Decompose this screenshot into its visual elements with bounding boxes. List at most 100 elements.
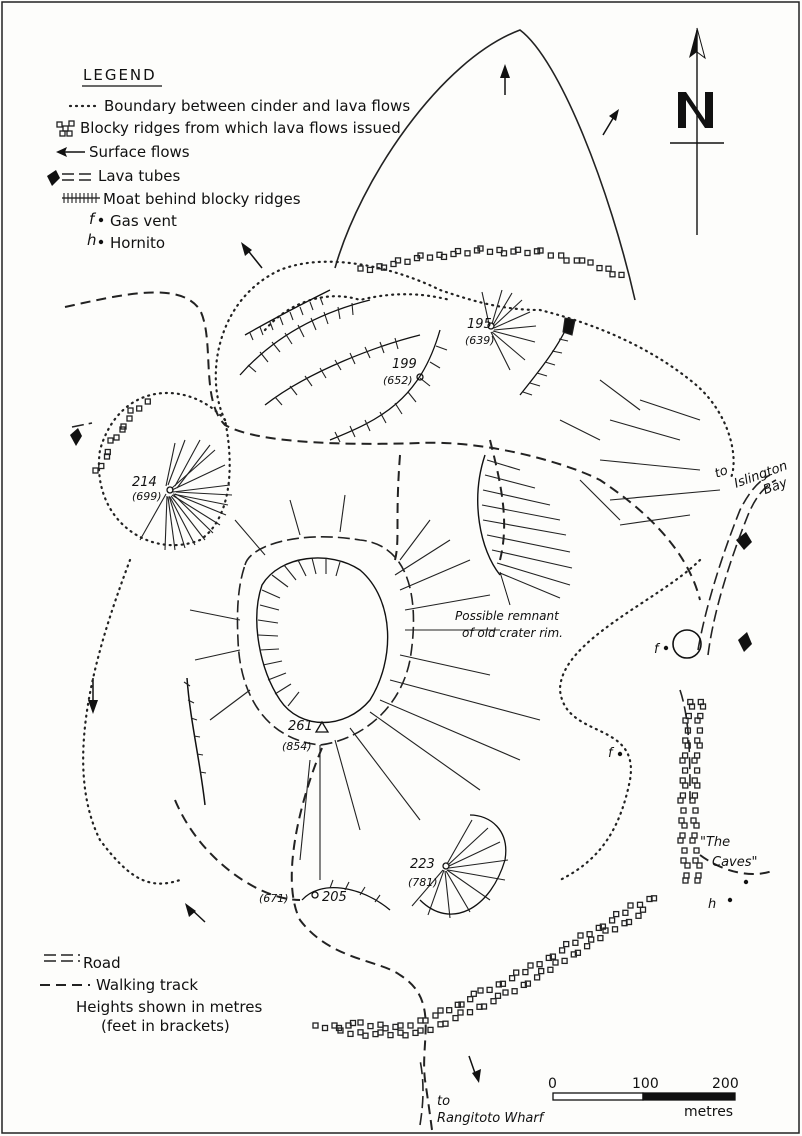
legend-label-gas-vent: Gas vent	[110, 212, 177, 230]
blocky-ridge-block	[681, 847, 688, 854]
height-261-ft: (854)	[282, 740, 312, 753]
blocky-ridge-block	[547, 966, 554, 973]
summit-radial-lines	[189, 494, 541, 880]
height-214: 214	[132, 475, 157, 490]
blocky-ridge-block	[127, 407, 134, 414]
legend-road-label: Road	[83, 954, 121, 972]
blocky-ridge-block	[524, 980, 532, 987]
blocky-ridge-block	[605, 265, 612, 272]
legend-label-tubes: Lava tubes	[98, 167, 181, 185]
walking-track-north	[64, 291, 701, 601]
blocky-ridge-block	[136, 405, 143, 412]
blocky-ridge-block	[442, 1020, 449, 1027]
blocky-ridge-block	[454, 1001, 461, 1008]
blocky-ridge-block	[144, 398, 151, 405]
caves-label-line2: Caves"	[712, 855, 758, 870]
north-arrow-n-icon	[678, 92, 713, 128]
blocky-ridge-block	[520, 981, 527, 989]
blocky-ridge-block	[681, 822, 688, 829]
blocky-ridge-block	[458, 1001, 465, 1008]
blocky-ridge-block	[496, 246, 503, 254]
blocky-ridge-block	[689, 837, 696, 844]
blocky-ridge-block	[499, 980, 507, 987]
blocky-ridge-block	[693, 767, 701, 774]
gas-vent-crater	[672, 629, 702, 659]
blocky-ridge-block	[349, 1019, 357, 1027]
road-islington	[697, 474, 771, 651]
cone-205	[301, 879, 391, 911]
blocky-ridge-block	[513, 969, 520, 976]
blocky-ridge-block	[107, 437, 114, 444]
legend-track-label: Walking track	[96, 976, 198, 994]
legend-gas-vent-dot-icon	[98, 217, 104, 223]
gas-vent-dot-icon	[663, 645, 669, 651]
summit-loop-road	[236, 536, 415, 746]
summit-point-icon	[416, 373, 424, 381]
blocky-ridge-block	[547, 252, 554, 259]
blocky-ridge-block	[681, 767, 689, 774]
blocky-ridge-block	[677, 797, 684, 804]
north-arrow	[670, 27, 724, 235]
blocky-ridge-block	[382, 1025, 389, 1032]
scale-bar: 0 100 200 metres	[548, 1076, 739, 1120]
blocky-ridge-block	[680, 807, 687, 814]
blocky-ridge-block	[680, 857, 687, 864]
flow-arrow-icon	[468, 1055, 481, 1083]
legend-blocky-ridge-icon	[56, 120, 75, 137]
blocky-ridge-block	[595, 924, 602, 932]
blocky-ridge-block	[573, 257, 580, 264]
blocky-ridge-block	[685, 712, 692, 720]
blocky-ridge-block	[696, 862, 703, 869]
blocky-ridge-block	[422, 1017, 429, 1024]
legend-lava-tube-icon	[47, 170, 95, 186]
legend-moat-icon	[62, 193, 100, 203]
blocky-ridge-block	[502, 989, 509, 996]
blocky-ridge-block	[446, 1007, 453, 1014]
legend-heights-line2: (feet in brackets)	[101, 1017, 230, 1035]
blocky-ridge-block	[682, 717, 689, 724]
boundary-west	[82, 558, 182, 885]
blocky-ridge-block	[524, 249, 531, 257]
blocky-ridge-block	[635, 912, 642, 919]
blocky-ridge-block	[407, 1022, 414, 1029]
scale-tick-200: 200	[712, 1076, 739, 1092]
blocky-ridge-block	[586, 931, 593, 938]
height-223: 223	[410, 857, 435, 872]
legend-label-blocky: Blocky ridges from which lava flows issu…	[80, 119, 401, 137]
blocky-ridge-block	[587, 259, 594, 266]
blocky-ridge-block	[694, 877, 701, 884]
ridges-north	[239, 289, 448, 443]
lava-tube-icon	[70, 428, 82, 446]
blocky-ridge-block	[572, 939, 579, 946]
blocky-ridge-block	[321, 1024, 329, 1032]
height-205: 205	[322, 890, 347, 905]
blocky-ridge-block	[394, 257, 402, 264]
scale-tick-100: 100	[632, 1076, 659, 1092]
blocky-ridge-block	[679, 777, 686, 784]
blocky-ridge-block	[426, 254, 434, 261]
islington-bay-label: to Islington Bay	[713, 458, 790, 498]
blocky-ridge-block	[625, 918, 633, 926]
walking-track-caves	[699, 854, 776, 876]
flow-arrows	[88, 64, 619, 1083]
remnant-note-line1: Possible remnant	[455, 609, 560, 623]
blocky-ridge-block	[387, 1031, 394, 1039]
blocky-ridge-block	[695, 872, 702, 879]
blocky-ridge-block	[693, 752, 701, 759]
height-214-ft: (699)	[132, 490, 162, 503]
blocky-ridge-block	[377, 1029, 384, 1036]
blocky-ridge-block	[457, 1009, 464, 1016]
blocky-ridge-block	[440, 253, 448, 261]
blocky-ridge-block	[545, 954, 552, 962]
blocky-ridge-block	[549, 953, 557, 960]
blocky-ridge-block	[500, 250, 508, 257]
blocky-ridge-block	[682, 737, 689, 744]
legend-label-hornito: Hornito	[110, 234, 165, 252]
boundary-east	[558, 558, 702, 882]
summit-point-icon	[442, 862, 450, 870]
blocky-ridge-block	[697, 698, 704, 706]
blocky-ridge-block	[609, 271, 616, 278]
blocky-ridge-block	[92, 467, 99, 474]
boundary-inner	[263, 293, 452, 332]
blocky-ridge-block	[692, 857, 699, 864]
